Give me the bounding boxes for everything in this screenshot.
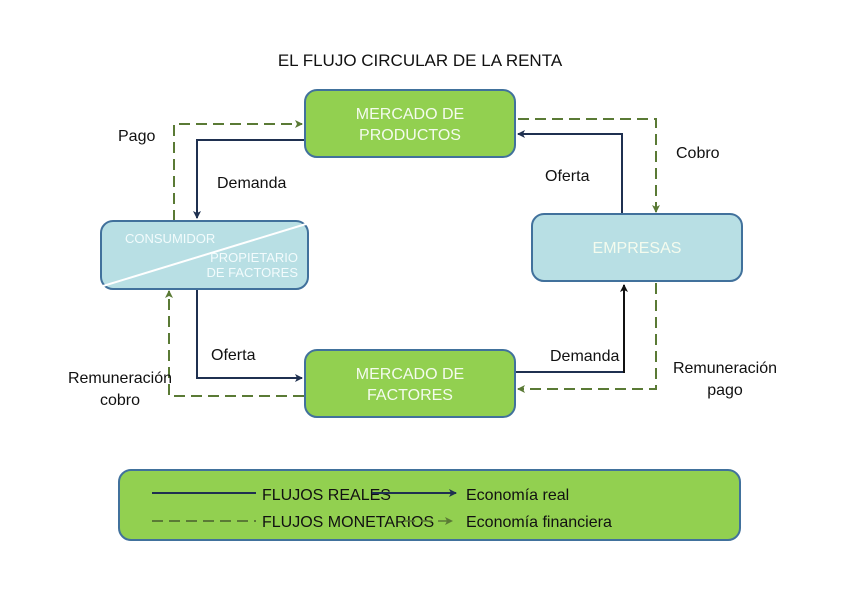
mercado-factores-line2: FACTORES [367,387,453,404]
flow-pago [173,120,303,221]
label-oferta-bottom: Oferta [211,347,256,364]
legend-real-label: FLUJOS REALES [262,487,391,504]
legend-monetary-label: FLUJOS MONETARIOS [262,514,434,531]
label-remuneracion-cobro-2: cobro [100,392,140,409]
flow-oferta-productos [517,130,623,213]
node-mercado-factores[interactable]: MERCADO DE FACTORES [304,349,516,418]
node-consumidor[interactable]: CONSUMIDOR PROPIETARIO DE FACTORES [100,220,309,290]
legend: FLUJOS REALES Economía real FLUJOS MONET… [118,469,741,541]
flow-demanda-productos [193,139,304,219]
label-demanda-bottom: Demanda [550,348,619,365]
label-remuneracion-pago-2: pago [707,382,743,399]
legend-monetary-desc: Economía financiera [466,514,612,531]
node-mercado-productos[interactable]: MERCADO DE PRODUCTOS [304,89,516,158]
flow-cobro [518,118,660,213]
propietario-label-line2: DE FACTORES [206,265,298,280]
node-divider-line [102,223,307,287]
label-oferta-top: Oferta [545,168,590,185]
mercado-productos-line2: PRODUCTOS [359,127,461,144]
flow-remuneracion-pago [517,283,657,393]
diagram-title: EL FLUJO CIRCULAR DE LA RENTA [278,51,563,70]
consumidor-label: CONSUMIDOR [125,231,215,246]
label-remuneracion-pago-1: Remuneración [673,360,777,377]
legend-real-desc: Economía real [466,487,569,504]
empresas-label: EMPRESAS [593,240,682,257]
flow-remuneracion-cobro [165,290,304,397]
label-pago: Pago [118,128,155,145]
mercado-productos-line1: MERCADO DE [356,106,464,123]
label-demanda-top: Demanda [217,175,286,192]
label-remuneracion-cobro-1: Remuneración [68,370,172,387]
node-empresas[interactable]: EMPRESAS [531,213,743,282]
label-cobro: Cobro [676,145,720,162]
propietario-label-line1: PROPIETARIO [210,250,298,265]
flow-oferta-factores [196,290,303,382]
mercado-factores-line1: MERCADO DE [356,366,464,383]
